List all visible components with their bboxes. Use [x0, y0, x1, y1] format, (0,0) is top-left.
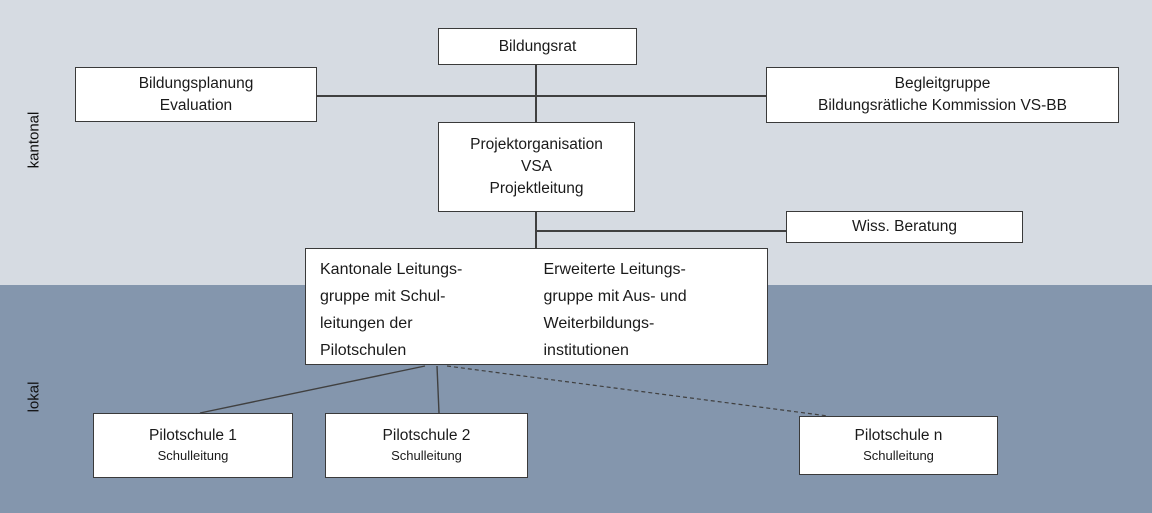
box-bildungsplanung-evaluation: Bildungsplanung Evaluation — [75, 67, 317, 122]
box-pilotschule-1: Pilotschule 1 Schulleitung — [93, 413, 293, 478]
box-begleitgruppe-line2: Bildungsrätliche Kommission VS-BB — [818, 97, 1067, 114]
leitungsgruppe-left-column: Kantonale Leitungs- gruppe mit Schul- le… — [320, 256, 544, 364]
pilotschule-2-title: Pilotschule 2 — [382, 427, 471, 445]
pilotschule-n-subtitle: Schulleitung — [863, 448, 934, 464]
pilotschule-1-subtitle: Schulleitung — [157, 448, 229, 464]
leitungsgruppe-right-column: Erweiterte Leitungs- gruppe mit Aus- und… — [544, 256, 768, 364]
leitungsgruppe-right-line2: gruppe mit Aus- und — [543, 288, 687, 305]
box-wiss-beratung-label: Wiss. Beratung — [851, 218, 958, 235]
box-projektorganisation-line3: Projektleitung — [489, 180, 584, 197]
pilotschule-2-subtitle: Schulleitung — [391, 448, 462, 464]
leitungsgruppe-left-line4: Pilotschulen — [320, 342, 407, 359]
leitungsgruppe-right-line1: Erweiterte Leitungs- — [543, 261, 686, 278]
connector-projektorganisation-to-leitungsgruppe — [535, 212, 537, 248]
box-projektorganisation-line2: VSA — [520, 158, 552, 175]
box-begleitgruppe-line1: Begleitgruppe — [894, 75, 991, 92]
connector-to-wiss-beratung — [536, 230, 786, 232]
box-pilotschule-n: Pilotschule n Schulleitung — [799, 416, 998, 475]
band-label-lokal: lokal — [25, 381, 43, 413]
box-projektorganisation-vsa: Projektorganisation VSA Projektleitung — [438, 122, 635, 212]
pilotschule-1-title: Pilotschule 1 — [149, 427, 237, 445]
leitungsgruppe-right-line4: institutionen — [543, 342, 629, 359]
box-pilotschule-2: Pilotschule 2 Schulleitung — [325, 413, 528, 478]
box-begleitgruppe: Begleitgruppe Bildungsrätliche Kommissio… — [766, 67, 1119, 123]
leitungsgruppe-left-line3: leitungen der — [320, 315, 413, 332]
connector-bildungsrat-to-projektorganisation — [535, 65, 537, 122]
box-projektorganisation-line1: Projektorganisation — [470, 136, 603, 153]
leitungsgruppe-left-line2: gruppe mit Schul- — [320, 288, 446, 305]
box-bildungsplanung-line1: Bildungsplanung — [138, 74, 254, 92]
connector-bildungsplanung-to-begleitgruppe — [317, 95, 766, 97]
leitungsgruppe-right-line3: Weiterbildungs- — [543, 315, 655, 332]
leitungsgruppe-left-line1: Kantonale Leitungs- — [320, 261, 463, 278]
box-bildungsplanung-line2: Evaluation — [159, 96, 233, 114]
box-wiss-beratung: Wiss. Beratung — [786, 211, 1023, 243]
box-bildungsrat-label: Bildungsrat — [498, 37, 577, 55]
box-leitungsgruppe: Kantonale Leitungs- gruppe mit Schul- le… — [305, 248, 768, 365]
pilotschule-n-title: Pilotschule n — [854, 427, 943, 445]
box-bildungsrat: Bildungsrat — [438, 28, 637, 65]
band-label-kantonal: kantonal — [25, 111, 43, 169]
